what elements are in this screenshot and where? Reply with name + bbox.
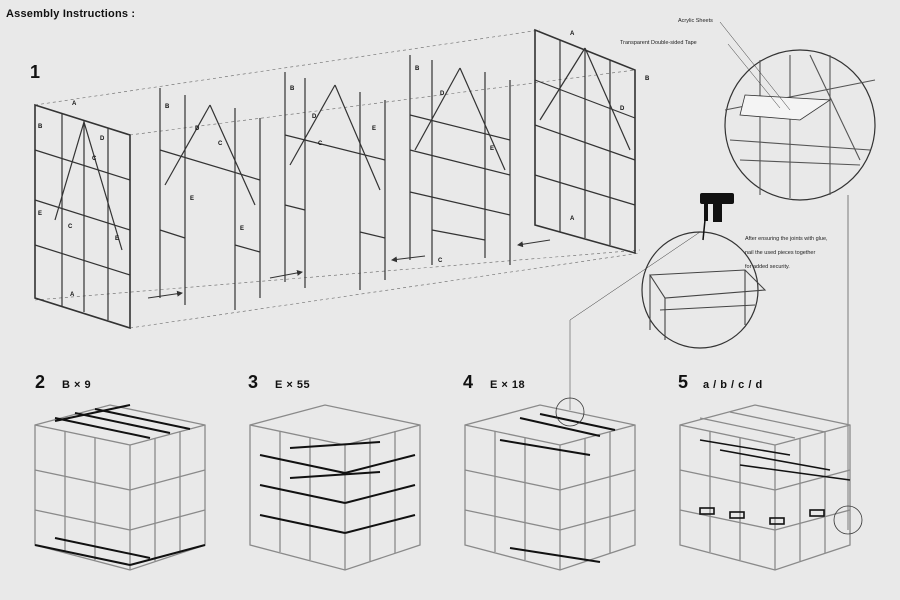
part-label-d: D xyxy=(312,114,317,120)
callout-note-1: After ensuring the joints with glue, xyxy=(745,236,828,242)
perspective-guides xyxy=(34,29,641,329)
panel-1 xyxy=(34,103,131,330)
part-label-a: A xyxy=(70,292,75,298)
step-2-label: B × 9 xyxy=(62,379,92,391)
part-label-a: A xyxy=(72,101,77,107)
part-label-e: E xyxy=(115,236,119,242)
part-label-c: C xyxy=(68,224,73,230)
step-4-label: E × 18 xyxy=(490,379,526,391)
part-label-e: E xyxy=(372,126,376,132)
part-label-d: D xyxy=(440,91,445,97)
step-5-number: 5 xyxy=(678,372,689,392)
panel-2 xyxy=(159,88,261,310)
magnifier-top xyxy=(719,21,876,530)
part-label-b: B xyxy=(38,124,43,130)
panel-4 xyxy=(409,55,511,265)
callout-note-2: nail the used pieces together xyxy=(745,250,816,256)
magnifier-bottom xyxy=(569,193,767,410)
part-label-e: E xyxy=(190,196,194,202)
part-label-a: A xyxy=(570,31,575,37)
part-labels: A B D C E C E A B D C E E B D C E B D E … xyxy=(38,31,650,298)
panel-3 xyxy=(284,72,386,290)
callout-note-3: for added security. xyxy=(745,264,790,270)
step-3-label: E × 55 xyxy=(275,379,311,391)
part-label-c: C xyxy=(218,141,223,147)
part-label-d: D xyxy=(195,126,200,132)
part-label-e: E xyxy=(240,226,244,232)
callout-tape: Transparent Double-sided Tape xyxy=(620,40,697,46)
step3-cube xyxy=(249,404,421,571)
step4-cube xyxy=(464,397,636,571)
page-title: Assembly Instructions : xyxy=(6,8,136,20)
part-label-c: C xyxy=(438,258,443,264)
step-4-number: 4 xyxy=(463,372,474,392)
drill-icon xyxy=(700,193,734,241)
part-label-e: E xyxy=(38,211,42,217)
part-label-a: A xyxy=(570,216,575,222)
callout-acrylic: Acrylic Sheets xyxy=(678,18,713,24)
step2-cube xyxy=(34,404,206,571)
part-label-c: C xyxy=(92,156,97,162)
part-label-b: B xyxy=(415,66,420,72)
step-3-number: 3 xyxy=(248,372,259,392)
step-5-label: a / b / c / d xyxy=(703,379,763,391)
step-1-number: 1 xyxy=(30,62,41,82)
part-label-d: D xyxy=(620,106,625,112)
part-label-d: D xyxy=(100,136,105,142)
step1-panels xyxy=(34,28,641,330)
panel-5 xyxy=(534,28,636,255)
part-label-c: C xyxy=(318,141,323,147)
part-label-b: B xyxy=(645,76,650,82)
direction-arrows xyxy=(147,239,551,299)
step5-cube xyxy=(679,404,863,571)
step-2-number: 2 xyxy=(35,372,46,392)
part-label-b: B xyxy=(165,104,170,110)
part-label-b: B xyxy=(290,86,295,92)
part-label-e: E xyxy=(490,146,494,152)
